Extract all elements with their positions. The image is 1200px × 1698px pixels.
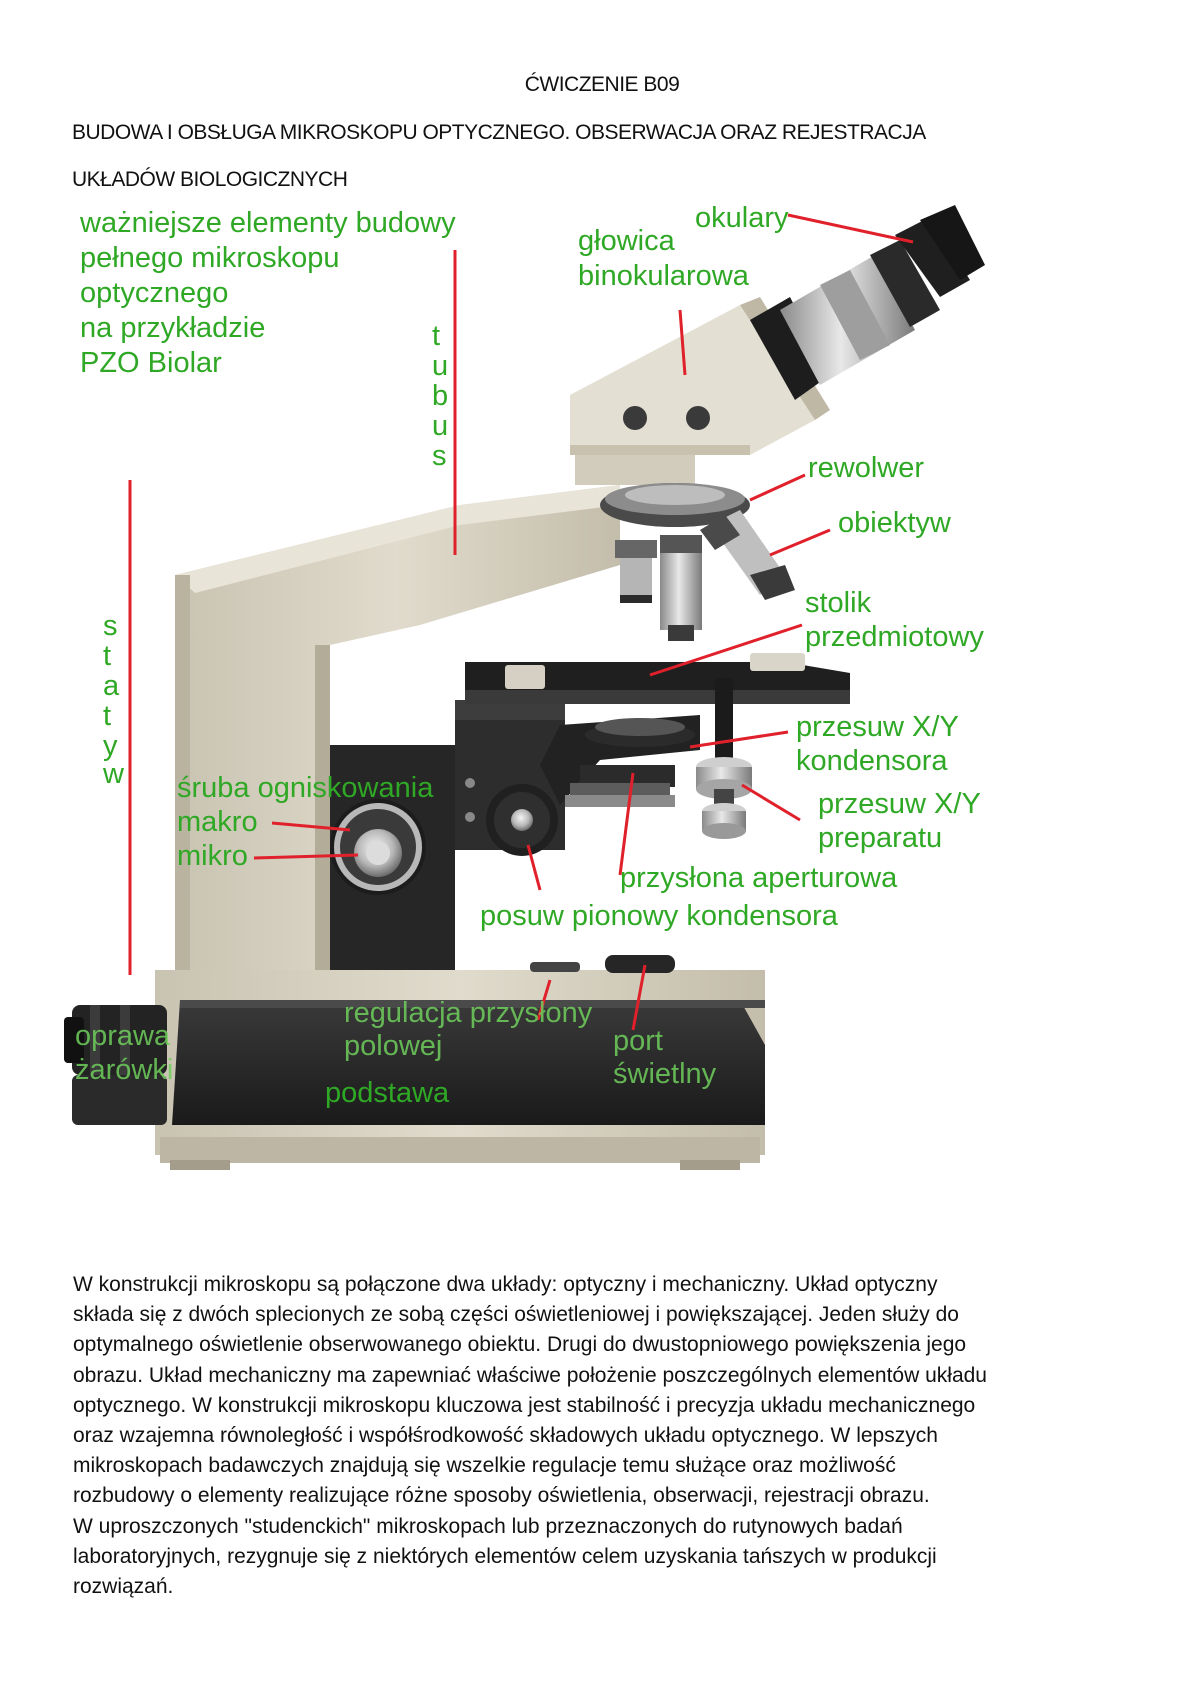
label-glowica-2: binokularowa [578, 260, 750, 292]
tubus-letter: s [432, 440, 447, 472]
microscope-stand [175, 485, 620, 970]
label-przyslona: przysłona aperturowa [620, 862, 898, 894]
microscope-base [155, 970, 765, 1170]
statyw-letter: s [103, 610, 118, 642]
statyw-letter: a [103, 670, 120, 702]
statyw-letter: w [102, 758, 125, 790]
label-statyw: s t a t y w [102, 610, 125, 790]
tubus-letter: t [432, 320, 440, 352]
label-preparat-xy-1: przesuw X/Y [818, 788, 981, 820]
label-okulary: okulary [695, 205, 789, 234]
tubus-letter: u [432, 410, 448, 442]
figure-intro-line-5: PZO Biolar [80, 347, 222, 379]
pointer-lines [128, 213, 914, 1031]
exercise-subtitle-line-2: UKŁADÓW BIOLOGICZNYCH [72, 168, 348, 191]
figure-intro-line-2: pełnego mikroskopu [80, 242, 340, 274]
stage-xy-knob [696, 757, 752, 839]
label-stolik-1: stolik [805, 587, 872, 619]
body-line: W uproszczonych "studenckich" mikroskopa… [73, 1514, 903, 1538]
body-line: laboratoryjnych, rezygnuje się z niektór… [73, 1544, 937, 1568]
statyw-letter: t [103, 700, 111, 732]
figure-intro-line-4: na przykładzie [80, 312, 265, 344]
body-line: W konstrukcji mikroskopu są połączone dw… [73, 1273, 938, 1296]
label-tubus: t u b u s [432, 320, 448, 472]
condenser-height-knob [486, 784, 558, 856]
exercise-subtitle-line-1: BUDOWA I OBSŁUGA MIKROSKOPU OPTYCZNEGO. … [72, 121, 926, 144]
label-kondensor-xy-1: przesuw X/Y [796, 711, 959, 743]
label-port-1: port [613, 1025, 663, 1057]
body-line: oraz wzajemna równoległość i współśrodko… [73, 1424, 938, 1448]
statyw-letter: t [103, 640, 111, 672]
focus-knob [330, 799, 426, 895]
body-paragraph: W konstrukcji mikroskopu są połączone dw… [73, 1270, 1153, 1602]
body-line: optymalnego oświetlenie obserwowanego ob… [73, 1333, 967, 1357]
exercise-title: ĆWICZENIE B09 [524, 73, 680, 96]
lamp-housing [64, 1005, 167, 1125]
label-kondensor-xy-2: kondensora [796, 745, 948, 777]
label-preparat-xy-2: preparatu [818, 822, 942, 854]
label-posuw: posuw pionowy kondensora [480, 900, 839, 932]
label-makro: makro [177, 806, 258, 838]
microscope-body [64, 205, 985, 1170]
label-oprawa-1: oprawa [75, 1020, 171, 1052]
label-regulacja-1: regulacja przysłony [344, 997, 593, 1029]
objectives [615, 510, 795, 641]
tubus-letter: u [432, 350, 448, 382]
label-glowica-1: głowica [578, 225, 676, 257]
microscope-diagram: ważniejsze elementy budowy pełnego mikro… [64, 205, 985, 1170]
label-podstawa: podstawa [325, 1077, 450, 1109]
label-sruba: śruba ogniskowania [177, 772, 434, 804]
label-port-2: świetlny [613, 1058, 717, 1090]
body-line: optycznego. W konstrukcji mikroskopu klu… [73, 1393, 976, 1417]
body-line: mikroskopach badawczych znajdują się wsz… [73, 1454, 896, 1478]
eyepiece [750, 205, 985, 400]
body-line: obrazu. Układ mechaniczny ma zapewniać w… [73, 1363, 987, 1387]
label-stolik-2: przedmiotowy [805, 621, 984, 653]
label-mikro: mikro [177, 840, 248, 872]
label-regulacja-2: polowej [344, 1030, 442, 1062]
figure-intro-text: ważniejsze elementy budowy pełnego mikro… [79, 207, 456, 379]
revolver [600, 483, 750, 527]
light-port [605, 955, 675, 973]
body-line: rozwiązań. [73, 1575, 174, 1599]
label-rewolwer: rewolwer [808, 452, 924, 484]
label-obiektyw: obiektyw [838, 507, 952, 539]
condenser-assembly [540, 715, 700, 807]
figure-intro-line-3: optycznego [80, 277, 228, 309]
label-oprawa-2: żarówki [75, 1054, 173, 1086]
stage [465, 653, 850, 763]
figure-intro-line-1: ważniejsze elementy budowy [79, 207, 456, 239]
body-line: składa się z dwóch splecionych ze sobą c… [73, 1303, 959, 1327]
tubus-letter: b [432, 380, 448, 412]
statyw-letter: y [103, 730, 118, 762]
body-line: rozbudowy o elementy realizujące różne s… [73, 1484, 930, 1508]
